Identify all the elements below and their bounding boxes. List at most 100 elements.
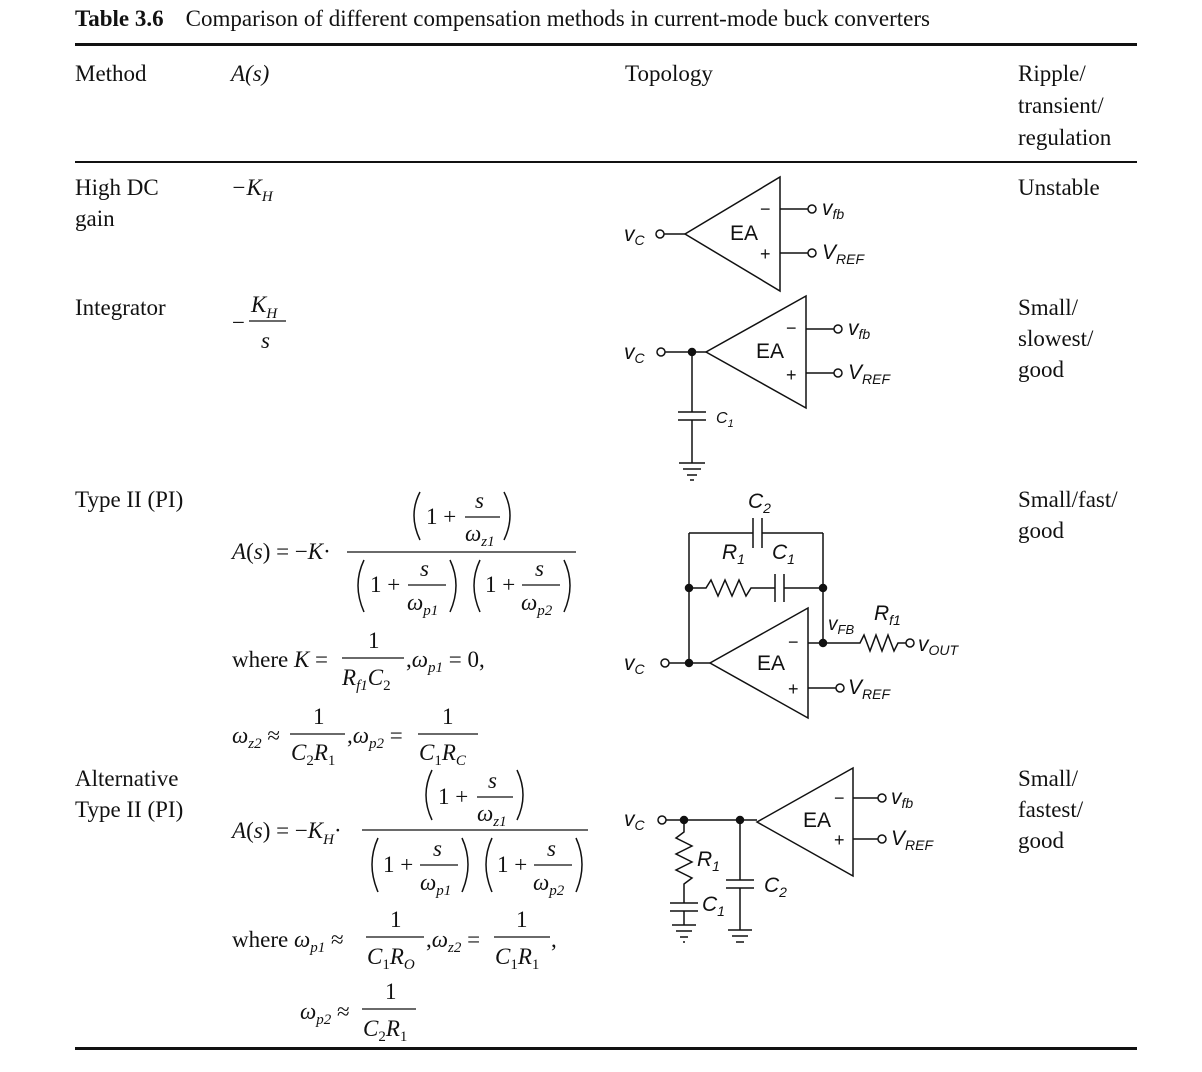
svg-text:R1: R1 [697,848,720,874]
method-line: Type II (PI) [75,797,184,822]
svg-text:1: 1 [442,704,454,729]
ea-label: EA [756,340,784,363]
method-line: Integrator [75,295,166,320]
resistor-r1 [689,578,775,598]
c1-sub: 1 [787,551,795,567]
vref-label: V [891,827,907,850]
vfb-label: v [848,317,860,340]
c1-label: C [716,410,728,427]
resistor-r1 [674,820,694,903]
svg-text:vOUT: vOUT [918,633,960,658]
vfb-sub: fb [902,795,914,811]
formula-type2: 1 + s ωz1 A(s) = −K· 1 + s ωp1 1 + s ωp2… [230,488,576,769]
svg-text:1 +: 1 + [383,852,413,877]
svg-text:where K =: where K = [232,647,328,672]
c1-sub: 1 [728,418,734,430]
top-rule [75,43,1137,46]
table-number: Table 3.6 [75,6,164,31]
svg-text:vfb: vfb [891,786,913,811]
plus-sign: + [760,244,771,264]
svg-text:A(s) = −K·: A(s) = −K· [230,539,331,564]
r1-sub: 1 [737,551,745,567]
svg-text:R1: R1 [722,541,745,567]
svg-text:,ωp1 = 0,: ,ωp1 = 0, [406,647,485,676]
vref-label: V [848,676,864,699]
header-as: A(s) [231,61,270,86]
svg-text:vFB: vFB [828,614,854,637]
svg-text:vC: vC [624,652,646,677]
ripple-line: fastest/ [1018,797,1084,822]
vfb-label: v [822,197,834,220]
r1-label: R [697,848,712,871]
circuit-alt-type2: EA − + vC vfb VREF R1 C1 C2 [624,766,934,943]
svg-text:ωp1: ωp1 [407,590,438,619]
method-line: High DC [75,175,159,200]
vc-sub: C [635,817,646,833]
ea-label: EA [803,809,831,832]
vc-label: v [624,808,636,831]
terminal [877,793,887,803]
svg-text:VREF: VREF [822,241,865,267]
vref-sub: REF [862,686,891,702]
table-caption: Table 3.6 Comparison of different compens… [75,6,930,32]
row-method: High DC gain [75,172,159,234]
ripple-line: Small/fast/ [1018,487,1118,512]
terminal [655,229,665,239]
terminal [877,834,887,844]
formula-integrator: − KH s [232,292,286,353]
terminal [833,324,843,334]
c1-label: C [772,541,788,564]
svg-text:−: − [232,310,245,335]
vref-sub: REF [836,251,865,267]
svg-text:VREF: VREF [848,676,891,702]
vc-sub: C [635,350,646,366]
c2-label: C [764,874,780,897]
svg-text:Rf1: Rf1 [874,602,901,628]
svg-text:vfb: vfb [822,197,844,222]
svg-text:C1: C1 [716,410,734,430]
ripple-line: Small/ [1018,766,1079,791]
vc-sub: C [635,661,646,677]
rf1-label: R [874,602,889,625]
ripple-line: good [1018,828,1064,853]
svg-text:s: s [547,836,556,861]
svg-text:1: 1 [385,979,397,1004]
table-title: Comparison of different compensation met… [185,6,930,31]
resistor-rf1 [823,632,906,654]
c1-label: C [702,893,718,916]
row-method: Type II (PI) [75,484,183,515]
c2-sub: 2 [762,500,771,516]
svg-text:s: s [420,556,429,581]
minus-sign: − [834,788,845,808]
ripple-line: good [1018,357,1064,382]
c2-sub: 2 [778,884,787,900]
svg-text:where ωp1 ≈: where ωp1 ≈ [232,927,344,956]
svg-text:C2: C2 [764,874,787,900]
method-line: Alternative [75,766,179,791]
svg-text:C1RO: C1RO [367,944,415,973]
vfb-label: v [891,786,903,809]
svg-text:C2: C2 [748,490,771,516]
svg-text:1: 1 [368,628,380,653]
svg-text:1 +: 1 + [370,572,400,597]
method-line: gain [75,206,115,231]
c1-sub: 1 [717,903,725,919]
vref-sub: REF [905,837,934,853]
svg-text:vfb: vfb [848,317,870,342]
r1-label: R [722,541,737,564]
vref-label: V [848,361,864,384]
svg-text:1 +: 1 + [426,504,456,529]
r1-sub: 1 [712,858,720,874]
terminal [833,368,843,378]
rf1-sub: f1 [889,612,901,628]
svg-text:VREF: VREF [891,827,934,853]
svg-text:C1RC: C1RC [419,740,467,769]
vout-sub: OUT [929,642,960,658]
ripple-line: slowest/ [1018,326,1094,351]
vfb-sub: fb [833,206,845,222]
ea-amplifier [683,175,781,293]
c2-label: C [748,490,764,513]
svg-text:1: 1 [516,907,528,932]
